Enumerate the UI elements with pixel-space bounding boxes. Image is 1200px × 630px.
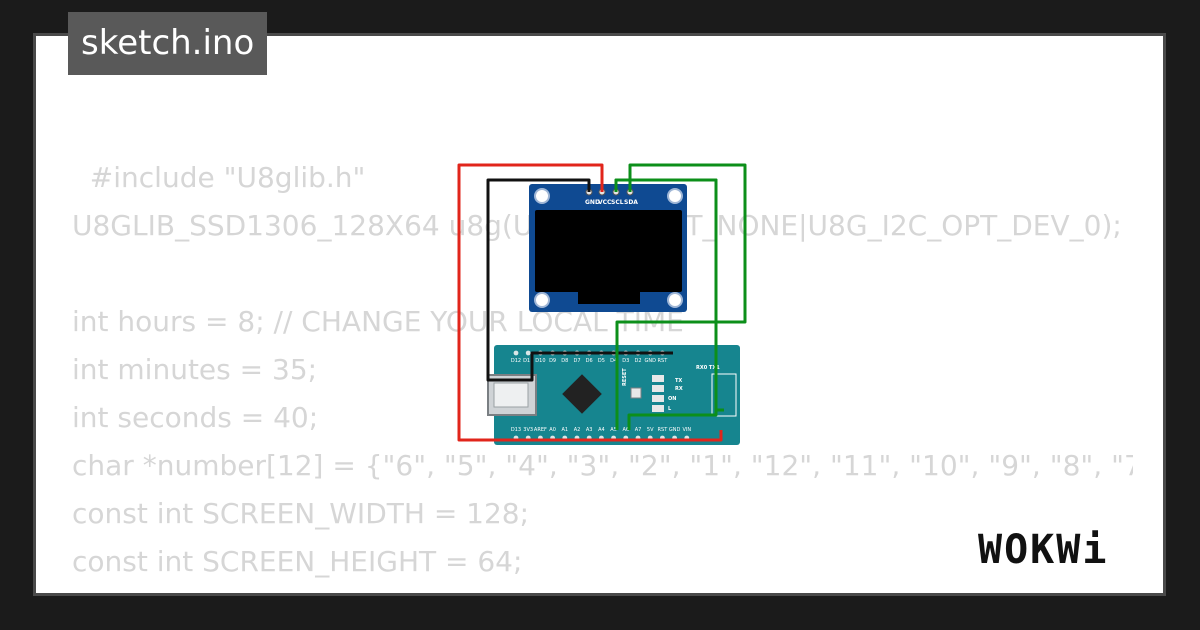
code-line: float radius = min(SCREEN_HEIGHT, SCREEN… — [72, 586, 1133, 593]
code-line: int minutes = 35; — [72, 353, 318, 386]
code-preview: #include "U8glib.h" U8GLIB_SSD1306_128X64… — [72, 154, 1133, 593]
code-line: char *number[12] = {"6", "5", "4", "3", … — [72, 449, 1133, 482]
code-line — [72, 250, 1133, 298]
code-line: int seconds = 40; — [72, 401, 319, 434]
wokwi-logo: WOKWi — [978, 527, 1109, 573]
preview-card: #include "U8glib.h" U8GLIB_SSD1306_128X64… — [33, 33, 1166, 596]
code-line: int hours = 8; // CHANGE YOUR LOCAL TIME — [72, 305, 684, 338]
sketch-title: sketch.ino — [68, 12, 268, 75]
code-line: const int SCREEN_WIDTH = 128; — [72, 497, 530, 530]
code-line: U8GLIB_SSD1306_128X64 u8g(U8G_I2C_OPT_NO… — [72, 209, 1122, 242]
code-line: const int SCREEN_HEIGHT = 64; — [72, 545, 523, 578]
code-line: #include "U8glib.h" — [72, 161, 366, 194]
